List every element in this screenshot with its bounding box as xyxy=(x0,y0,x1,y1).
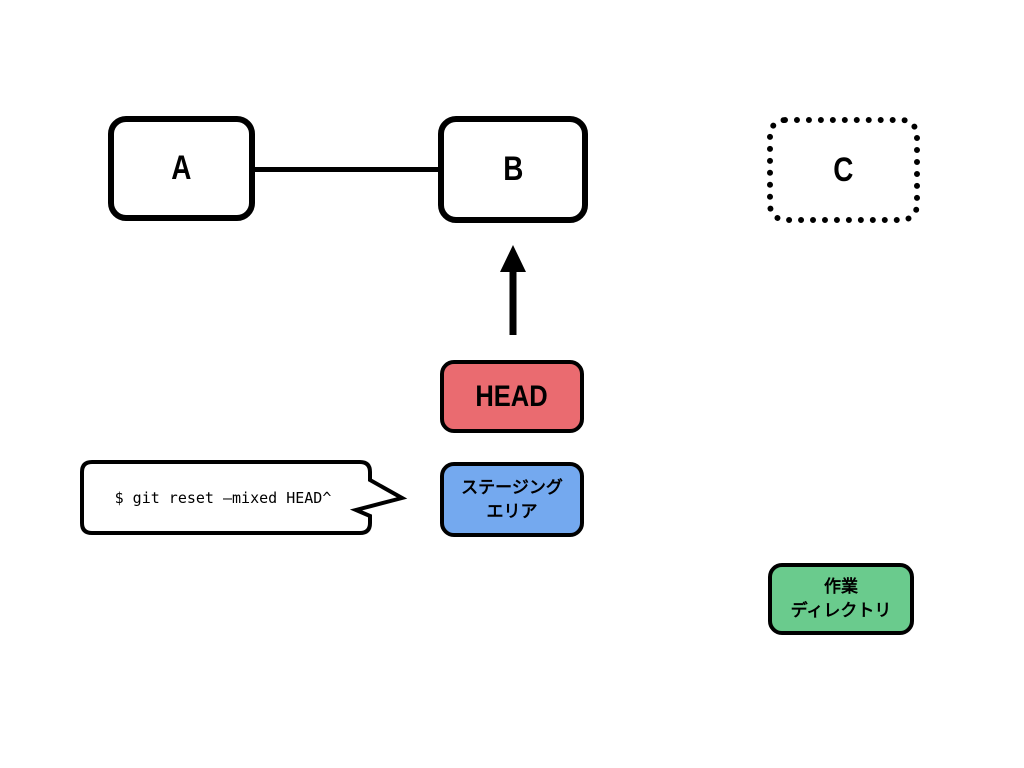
command-callout-bubble xyxy=(80,460,408,535)
commit-node-b: B xyxy=(438,116,588,223)
staging-area-badge: ステージング エリア xyxy=(440,462,584,537)
staging-area-label-line1: ステージング xyxy=(461,477,563,497)
staging-area-label-line2: エリア xyxy=(486,501,538,521)
commit-c-label: C xyxy=(833,150,854,189)
working-directory-label-line2: ディレクトリ xyxy=(790,601,892,620)
working-directory-label-line1: 作業 xyxy=(824,577,858,597)
head-badge: HEAD xyxy=(440,360,584,433)
up-arrow-icon xyxy=(500,245,526,335)
commit-node-a: A xyxy=(108,116,255,221)
commit-a-label: A xyxy=(171,149,192,187)
commit-edge-a-b xyxy=(255,167,438,172)
git-command-text: $ git reset —mixed HEAD^ xyxy=(114,488,332,507)
working-directory-badge: 作業 ディレクトリ xyxy=(768,563,914,635)
commit-node-c-dotted: C xyxy=(767,117,920,223)
head-label: HEAD xyxy=(475,379,549,413)
commit-b-label: B xyxy=(502,150,524,188)
